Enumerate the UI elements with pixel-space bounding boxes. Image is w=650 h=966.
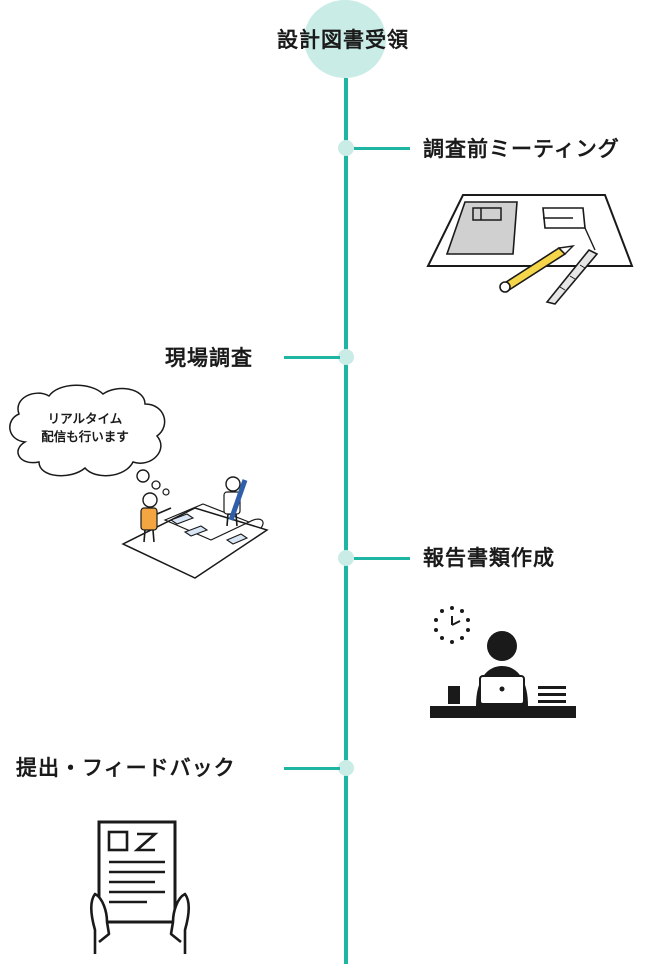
timeline-node-1	[338, 140, 354, 156]
page-title: 設計図書受領	[277, 28, 409, 52]
bubble-line-1: リアルタイム	[47, 411, 123, 426]
site-survey-people-icon	[9, 384, 269, 579]
connector-2	[284, 356, 340, 359]
start-node	[304, 0, 386, 78]
timeline-node-2	[338, 349, 354, 365]
step-4-label: 提出・フィードバック	[16, 756, 236, 780]
person-laptop-clock-icon	[430, 606, 576, 718]
step-1-label: 調査前ミーティング	[423, 137, 620, 161]
hands-holding-document-icon	[89, 820, 191, 954]
connector-3	[354, 557, 410, 560]
timeline-node-3	[338, 550, 354, 566]
bubble-text: リアルタイム 配信も行います	[20, 410, 150, 446]
bubble-line-2: 配信も行います	[41, 429, 129, 444]
timeline-node-4	[338, 760, 354, 776]
step-3-label: 報告書類作成	[423, 546, 555, 570]
connector-4	[284, 767, 340, 770]
blueprint-pencil-ruler-icon	[426, 194, 634, 305]
timeline-line	[344, 78, 348, 964]
step-2-label: 現場調査	[165, 346, 253, 370]
connector-1	[354, 147, 410, 150]
